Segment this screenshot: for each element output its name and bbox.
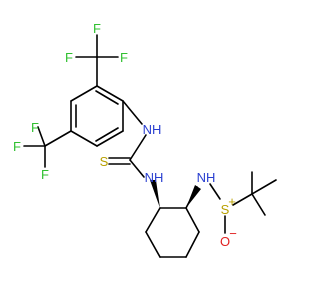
atom-f3: F: [120, 50, 128, 65]
atom-nh3: NH: [197, 170, 216, 185]
aryl-n-bond: [122, 100, 143, 125]
atom-f1: F: [93, 21, 101, 36]
atom-f4: F: [31, 120, 39, 135]
ring-bond: [70, 85, 98, 102]
wedge-bond: [186, 185, 201, 208]
ring-bond: [96, 85, 124, 102]
cf-bond: [37, 126, 46, 147]
atom-oxygen: O: [220, 234, 230, 249]
n-s-bond: [209, 183, 221, 200]
cyclohexane-bond: [185, 231, 200, 258]
atom-f6: F: [41, 167, 49, 182]
charge-plus: +: [228, 194, 236, 209]
structure-canvas: F F F F F F NH S NH NH S + O −: [13, 21, 277, 258]
ring-inner-bond: [95, 127, 119, 142]
charge-minus: −: [229, 226, 237, 241]
c-n-bond: [129, 159, 145, 178]
ring-bond: [70, 130, 98, 147]
n-c-bond: [129, 134, 147, 161]
atom-f2: F: [65, 50, 73, 65]
cyclohexane-bond: [145, 231, 161, 258]
bond-layer: [23, 34, 277, 258]
s-c-bond: [232, 193, 253, 206]
atom-labels: F F F F F F NH S NH NH S + O −: [13, 21, 237, 249]
atom-f5: F: [13, 139, 21, 154]
atom-s-thio: S: [100, 154, 109, 169]
cc-bond: [251, 193, 266, 216]
atom-nh1: NH: [143, 122, 162, 137]
cf3-bond: [44, 130, 72, 147]
ring-inner-bond: [95, 90, 119, 105]
ring-bond: [96, 130, 124, 147]
atom-nh2: NH: [145, 170, 164, 185]
cc-bond: [251, 179, 277, 195]
cyclohexane-bond: [145, 207, 161, 233]
atom-s-sulfinyl: S: [221, 202, 230, 217]
cyclohexane-bond: [185, 207, 200, 233]
wedge-bond: [150, 180, 160, 208]
